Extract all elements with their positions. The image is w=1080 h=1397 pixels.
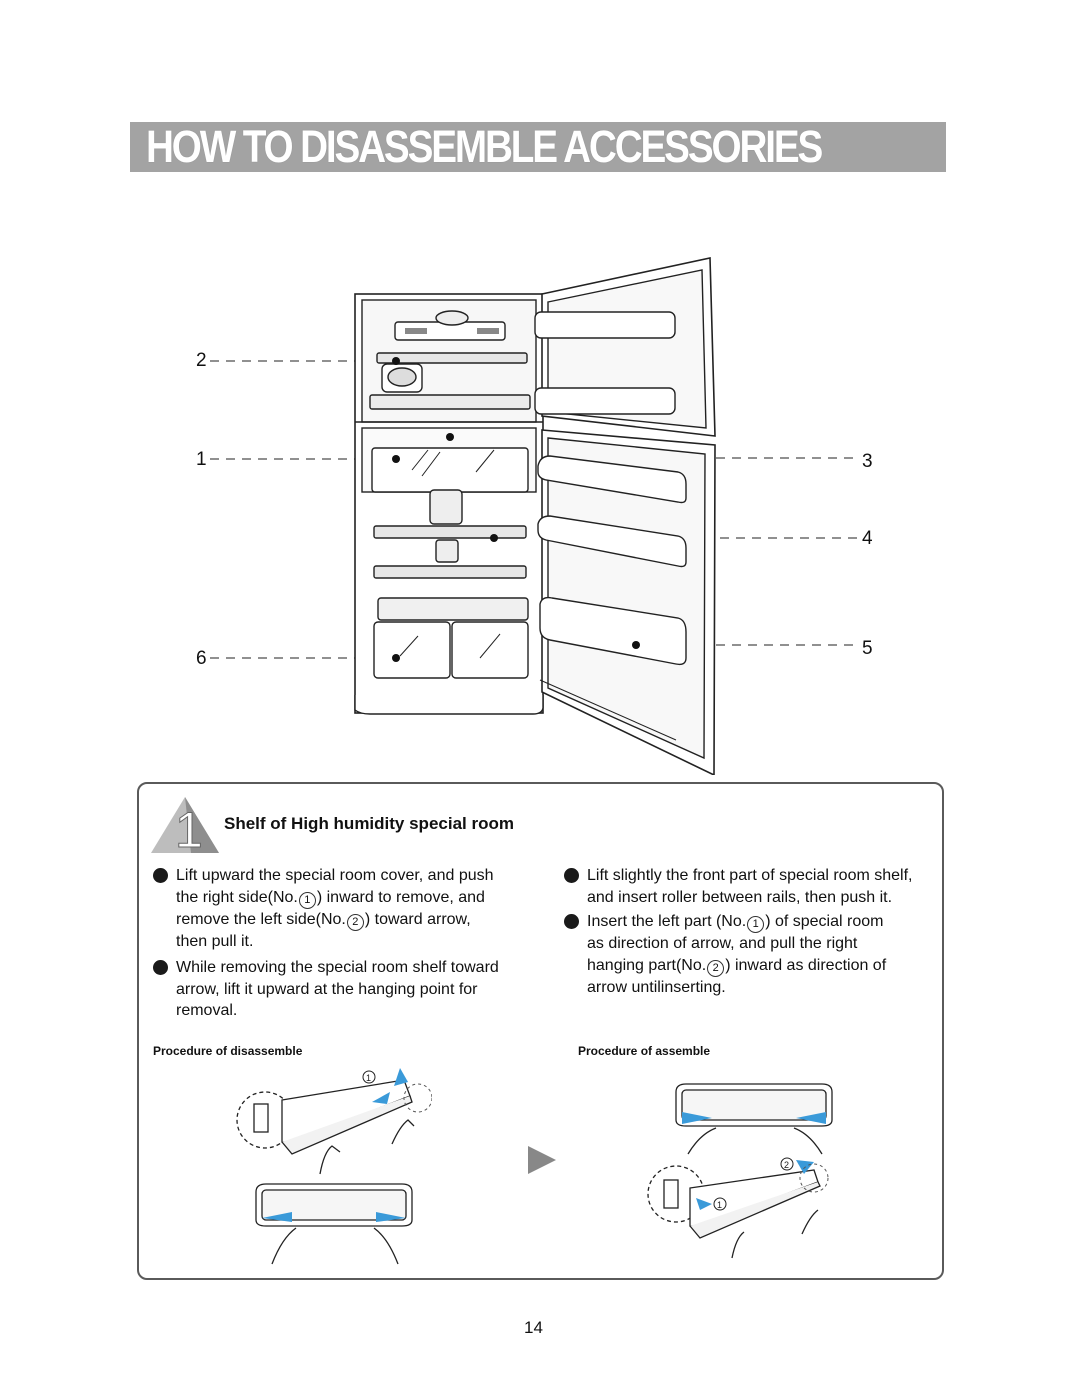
section-title: Shelf of High humidity special room: [224, 814, 514, 833]
circled-number-1: 1: [747, 916, 765, 933]
refrigerator-illustration: [210, 257, 858, 775]
bullet: [564, 868, 579, 883]
title-bar: [130, 122, 946, 172]
marker-1-label: 1: [717, 1200, 722, 1210]
text-line: While removing the special room shelf to…: [176, 959, 499, 976]
text-line: arrow, lift it upward at the hanging poi…: [176, 980, 478, 998]
text-line: removal.: [176, 1002, 238, 1019]
callout-5: 5: [862, 638, 873, 659]
text-line: Lift slightly the front part of special …: [587, 867, 913, 884]
disassemble-step-2-illustration: [255, 1183, 413, 1265]
marker-1-label: 1: [366, 1073, 371, 1083]
page-title: HOW TO DISASSEMBLE ACCESSORIES: [146, 121, 823, 172]
bullet: [564, 914, 579, 929]
text-line: arrow untilinserting.: [587, 978, 726, 996]
right-paragraph-2: Insert the left part (No.1) of special r…: [587, 911, 937, 998]
bullet: [153, 868, 168, 883]
callout-6: 6: [196, 648, 207, 669]
right-paragraph-1: Lift slightly the front part of special …: [587, 865, 937, 908]
circled-number-2: 2: [346, 913, 364, 931]
left-paragraph-1: Lift upward the special room cover, and …: [176, 865, 536, 952]
text-line: Lift upward the special room cover, and …: [176, 867, 494, 884]
text-line: the right side(No.1) inward to remove, a…: [176, 887, 536, 909]
text-line: then pull it.: [176, 932, 254, 950]
page-number: 14: [524, 1318, 543, 1337]
section-number-badge: 1: [151, 797, 219, 855]
callout-4: 4: [862, 528, 873, 549]
next-step-arrow-icon: [528, 1146, 556, 1174]
circled-number-2: 2: [707, 959, 725, 977]
marker-dots: [392, 357, 640, 662]
procedure-assemble-label: Procedure of assemble: [578, 1044, 711, 1058]
text-line: hanging part(No.2) inward as direction o…: [587, 955, 937, 977]
callout-1: 1: [196, 449, 207, 470]
left-paragraph-2: While removing the special room shelf to…: [176, 957, 536, 1022]
text-line: as direction of arrow, and pull the righ…: [587, 935, 858, 952]
marker-2-label: 2: [784, 1160, 789, 1170]
disassemble-step-1-illustration: 1: [236, 1068, 432, 1175]
assemble-step-2-illustration: 1 2: [647, 1157, 829, 1259]
assemble-step-1-illustration: [675, 1083, 833, 1155]
text-line: remove the left side(No.2) toward arrow,: [176, 909, 536, 931]
bullet: [153, 960, 168, 975]
section-number: 1: [175, 802, 203, 855]
text-line: Insert the left part (No.1) of special r…: [587, 911, 937, 933]
text-line: and insert roller between rails, then pu…: [587, 888, 893, 906]
circled-number-1: 1: [298, 891, 316, 909]
callout-2: 2: [196, 350, 207, 371]
procedure-disassemble-label: Procedure of disassemble: [153, 1044, 303, 1058]
callout-3: 3: [862, 451, 873, 472]
